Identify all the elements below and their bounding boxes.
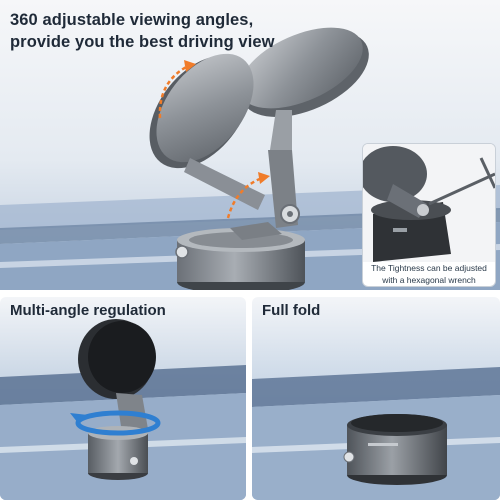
rotate-arrow-lower	[226, 176, 263, 219]
top-scene-illustration	[0, 0, 500, 290]
headline-line-2: provide you the best driving view	[10, 33, 275, 51]
full-fold-title: Full fold	[262, 302, 321, 319]
inset-caption-line-1: The Tightness can be adjusted	[371, 263, 487, 273]
headline: 360 adjustable viewing angles, provide y…	[10, 9, 275, 53]
rear-magnetic-head	[239, 27, 369, 228]
hex-wrench-illustration	[363, 144, 495, 262]
headline-line-1: 360 adjustable viewing angles,	[10, 11, 254, 29]
full-fold-panel: Full fold	[252, 297, 500, 500]
front-magnetic-head	[149, 53, 265, 210]
multi-angle-illustration	[0, 297, 246, 500]
full-fold-illustration	[252, 297, 500, 500]
multi-angle-title: Multi-angle regulation	[10, 302, 166, 319]
inset-caption-line-2: with a hexagonal wrench	[382, 275, 476, 285]
top-base	[175, 222, 305, 290]
inset-caption: The Tightness can be adjusted with a hex…	[363, 262, 495, 286]
top-product-panel: 360 adjustable viewing angles, provide y…	[0, 0, 500, 290]
rotate-arrow-upper	[158, 64, 189, 119]
tightness-inset: The Tightness can be adjusted with a hex…	[362, 143, 496, 287]
multi-angle-panel: Multi-angle regulation	[0, 297, 246, 500]
